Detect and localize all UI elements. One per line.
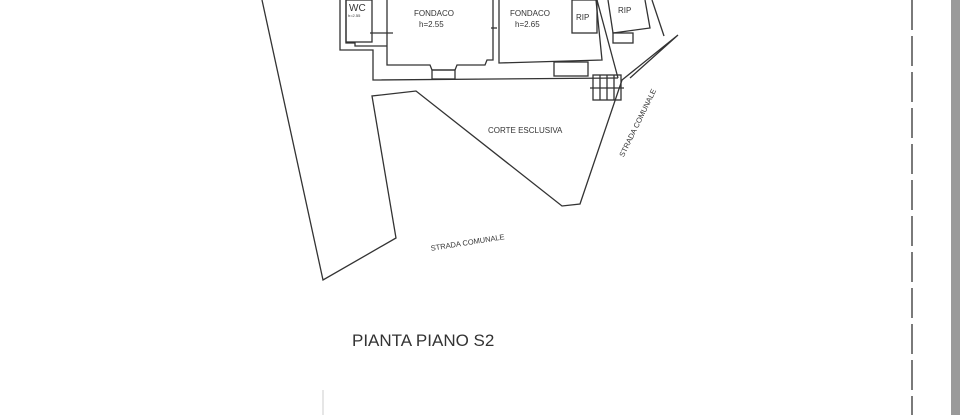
wall xyxy=(651,0,665,37)
room-height-fondaco-2: h=2.65 xyxy=(515,20,540,29)
stairs-fondaco-1 xyxy=(431,69,456,80)
wall xyxy=(596,0,619,79)
room-height-fondaco-1: h=2.55 xyxy=(419,20,444,29)
page-edge xyxy=(951,0,960,415)
court-label: CORTE ESCLUSIVA xyxy=(488,126,563,135)
parcel-boundary xyxy=(261,0,679,282)
room-label-wc: WC xyxy=(349,3,366,14)
room-label-fondaco-1: FONDACO xyxy=(414,9,454,18)
room-wc xyxy=(345,0,373,43)
room-fondaco-1 xyxy=(386,0,494,71)
room-height-wc: h=2.55 xyxy=(348,13,361,18)
room-label-fondaco-2: FONDACO xyxy=(510,9,550,18)
room-rip-1 xyxy=(571,0,598,34)
plan-title: PIANTA PIANO S2 xyxy=(352,331,494,350)
road-label-bottom: STRADA COMUNALE xyxy=(430,232,505,253)
stairs-fondaco-2 xyxy=(553,61,589,77)
room-label-rip-2: RIP xyxy=(618,6,631,15)
room-rip-2 xyxy=(607,0,651,34)
steps-grid xyxy=(370,27,634,101)
building-outer-wall xyxy=(339,0,619,81)
room-label-rip-1: RIP xyxy=(576,13,589,22)
road-label-right: STRADA COMUNALE xyxy=(617,87,658,158)
room-fondaco-2 xyxy=(498,0,603,64)
